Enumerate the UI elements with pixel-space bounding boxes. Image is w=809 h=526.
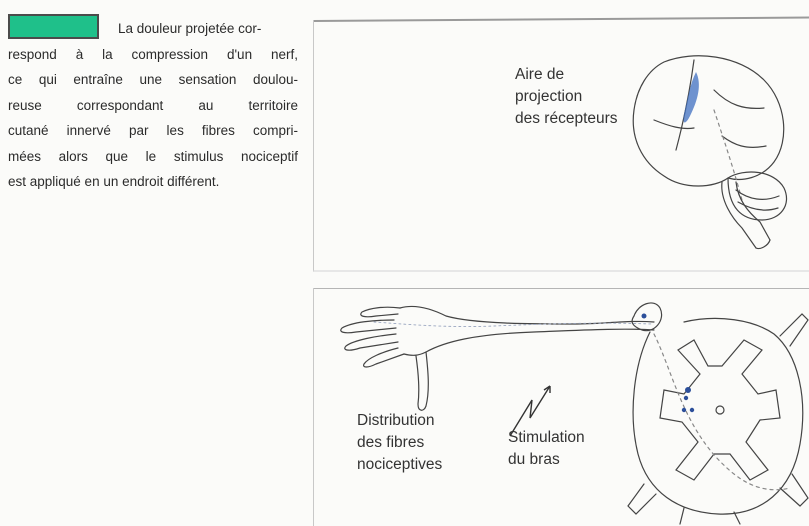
text-line: La douleur projetée cor-: [8, 16, 298, 42]
fiber-distribution-label: Distribution des fibres nociceptives: [357, 410, 442, 476]
text-line: cutané innervé par les fibres compri-: [8, 118, 298, 144]
projection-area-label: Aire de projection des récepteurs: [515, 64, 618, 130]
arm-stimulation-label: Stimulation du bras: [508, 427, 585, 471]
spinal-cord-illustration: [614, 294, 809, 526]
text-line: est appliqué en un endroit différent.: [8, 169, 298, 195]
brain-panel: Aire de projection des récepteurs: [313, 20, 809, 272]
text-line: ce qui entraîne une sensation doulou-: [8, 67, 298, 93]
neuron-markers: [642, 314, 695, 413]
brain-illustration: [624, 50, 804, 250]
text-line: mées alors que le stimulus nociceptif: [8, 144, 298, 170]
spinal-panel: Distribution des fibres nociceptives Sti…: [313, 288, 809, 526]
text-line: reuse correspondant au territoire: [8, 93, 298, 119]
text-line: respond à la compression d'un nerf,: [8, 42, 298, 68]
description-paragraph: La douleur projetée cor- respond à la co…: [8, 16, 298, 195]
